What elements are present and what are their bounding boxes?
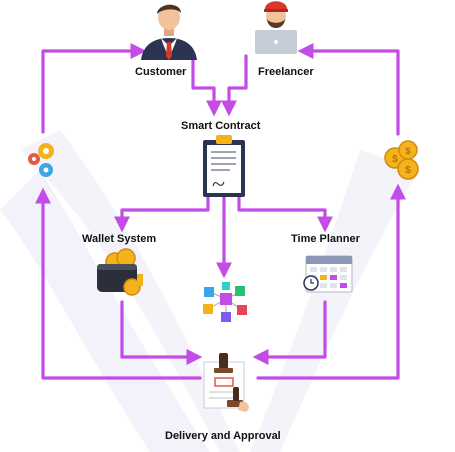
arrow-contract-to-planner	[237, 194, 333, 233]
arrow-delivery-to-coins	[256, 183, 406, 380]
calendar-icon	[303, 255, 353, 293]
arrow-customer-to-contract	[191, 54, 222, 117]
arrow-coins-to-freelancer	[297, 43, 400, 136]
arrow-freelancer-to-contract	[221, 54, 248, 117]
wallet-system-label: Wallet System	[82, 233, 157, 245]
stamp-approval-icon	[203, 353, 249, 412]
svg-text:$: $	[405, 165, 411, 176]
customer-label: Customer	[135, 66, 187, 78]
svg-text:$: $	[405, 146, 410, 156]
arrow-delivery-to-gears	[35, 187, 202, 380]
arrow-wallet-to-delivery	[120, 300, 203, 365]
freelancer-laptop-icon	[255, 1, 297, 54]
contract-clipboard-icon	[203, 135, 245, 197]
arrow-planner-to-delivery	[252, 300, 327, 365]
businessman-icon	[141, 4, 197, 60]
coins-icon: $ $ $	[384, 140, 419, 180]
gears-icon	[28, 143, 54, 177]
time-planner-label: Time Planner	[291, 233, 360, 245]
wallet-coins-icon	[97, 248, 143, 296]
arrow-gears-to-customer	[41, 43, 147, 134]
blockchain-cubes-icon	[203, 282, 247, 322]
delivery-label: Delivery and Approval	[165, 430, 281, 442]
arrow-contract-to-wallet	[114, 194, 210, 233]
freelancer-label: Freelancer	[258, 66, 314, 78]
svg-text:$: $	[392, 154, 398, 165]
smart-contract-label: Smart Contract	[181, 120, 261, 132]
